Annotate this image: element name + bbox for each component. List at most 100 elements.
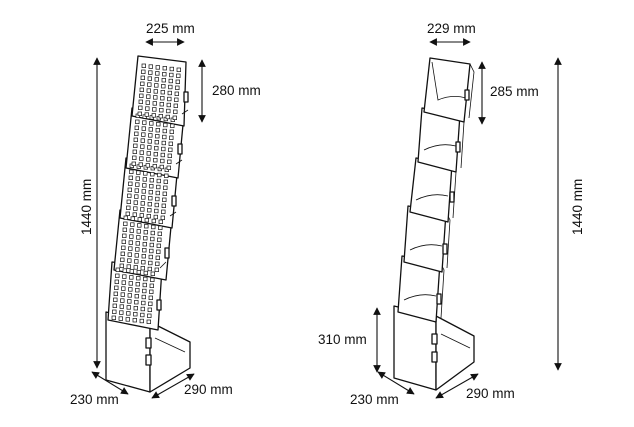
perforation-hole	[121, 245, 126, 250]
perforation-hole	[133, 306, 138, 311]
perforation-hole	[128, 287, 133, 292]
perforation-hole	[136, 170, 141, 175]
perforation-hole	[135, 288, 140, 293]
perforation-hole	[126, 311, 131, 316]
perforation-hole	[129, 234, 134, 239]
perforation-hole	[151, 224, 156, 230]
perforation-hole	[139, 87, 144, 92]
perforation-hole	[133, 206, 138, 211]
perforation-hole	[134, 194, 139, 199]
perforation-hole	[149, 184, 154, 189]
perforation-hole	[176, 67, 181, 72]
perforation-hole	[146, 88, 151, 93]
perforation-hole	[173, 103, 178, 108]
perforation-hole	[156, 178, 161, 184]
left-base-width-label: 290 mm	[184, 382, 233, 397]
perforation-hole	[140, 138, 145, 143]
perforation-hole	[150, 172, 155, 177]
perforation-hole	[160, 152, 165, 158]
perforation-hole	[141, 300, 146, 306]
perforation-hole	[148, 301, 153, 306]
perforation-hole	[138, 99, 143, 104]
perforation-hole	[120, 257, 125, 262]
perforation-hole	[152, 164, 157, 169]
right-stand	[393, 57, 475, 391]
perforation-hole	[127, 187, 132, 192]
perforation-hole	[156, 249, 161, 254]
perforation-hole	[146, 319, 151, 324]
perforation-hole	[166, 108, 171, 114]
perforation-hole	[115, 273, 120, 278]
perforation-hole	[129, 275, 134, 280]
perforation-hole	[122, 227, 127, 232]
right-pocket-5	[423, 57, 475, 123]
perforation-hole	[133, 143, 138, 148]
perforation-hole	[154, 267, 159, 272]
perforation-hole	[122, 233, 127, 238]
perforation-hole	[149, 121, 154, 126]
perforation-hole	[126, 205, 131, 210]
perforation-hole	[140, 75, 145, 80]
perforation-hole	[119, 310, 124, 315]
perforation-hole	[161, 203, 166, 208]
perforation-hole	[120, 251, 125, 256]
perforation-hole	[113, 297, 118, 302]
perforation-hole	[150, 271, 155, 276]
perforation-hole	[114, 285, 119, 290]
perforation-hole	[136, 235, 141, 240]
perforation-hole	[168, 84, 173, 90]
perforation-hole	[159, 102, 164, 107]
perforation-hole	[144, 224, 149, 229]
perforation-hole	[125, 317, 130, 322]
perforation-hole	[147, 76, 152, 81]
perforation-hole	[148, 133, 153, 138]
perforation-hole	[140, 306, 145, 312]
perforation-hole	[148, 64, 153, 69]
perforation-hole	[147, 82, 152, 87]
right-base-depth-label: 230 mm	[350, 392, 399, 407]
perforation-hole	[136, 270, 141, 275]
perforation-hole	[154, 202, 159, 208]
perforation-hole	[142, 242, 147, 247]
perforation-hole	[170, 123, 175, 128]
perforation-hole	[129, 228, 134, 233]
perforation-hole	[130, 216, 135, 221]
perforation-hole	[128, 181, 133, 186]
perforation-hole	[129, 169, 134, 174]
perforation-hole	[140, 144, 145, 149]
perforation-hole	[174, 97, 179, 102]
perforation-hole	[149, 283, 154, 288]
right-base-height-label: 310 mm	[318, 332, 367, 347]
perforation-hole	[142, 177, 147, 182]
left-base-depth-label: 230 mm	[70, 392, 119, 407]
perforation-hole	[143, 230, 148, 235]
perforation-hole	[159, 108, 164, 113]
perforation-hole	[157, 231, 162, 236]
perforation-hole	[111, 315, 116, 320]
perforation-hole	[156, 184, 161, 190]
perforation-hole	[139, 213, 144, 218]
perforation-hole	[150, 230, 155, 236]
perforation-hole	[155, 134, 160, 139]
perforation-hole	[161, 146, 166, 152]
perforation-hole	[162, 134, 167, 140]
perforation-hole	[143, 270, 148, 276]
perforation-hole	[144, 218, 149, 223]
perforation-hole	[155, 71, 160, 76]
perforation-hole	[175, 85, 180, 90]
perforation-hole	[169, 72, 174, 78]
perforation-hole	[128, 175, 133, 180]
perforation-hole	[145, 106, 150, 111]
perforation-hole	[154, 140, 159, 145]
perforation-hole	[172, 115, 177, 120]
perforation-hole	[145, 100, 150, 105]
perforation-hole	[153, 152, 158, 157]
perforation-hole	[153, 95, 158, 100]
perforation-hole	[154, 146, 159, 151]
perforation-hole	[150, 277, 155, 282]
perforation-hole	[142, 120, 147, 125]
perforation-hole	[147, 266, 152, 272]
perforation-hole	[157, 237, 162, 242]
perforation-hole	[127, 258, 132, 263]
